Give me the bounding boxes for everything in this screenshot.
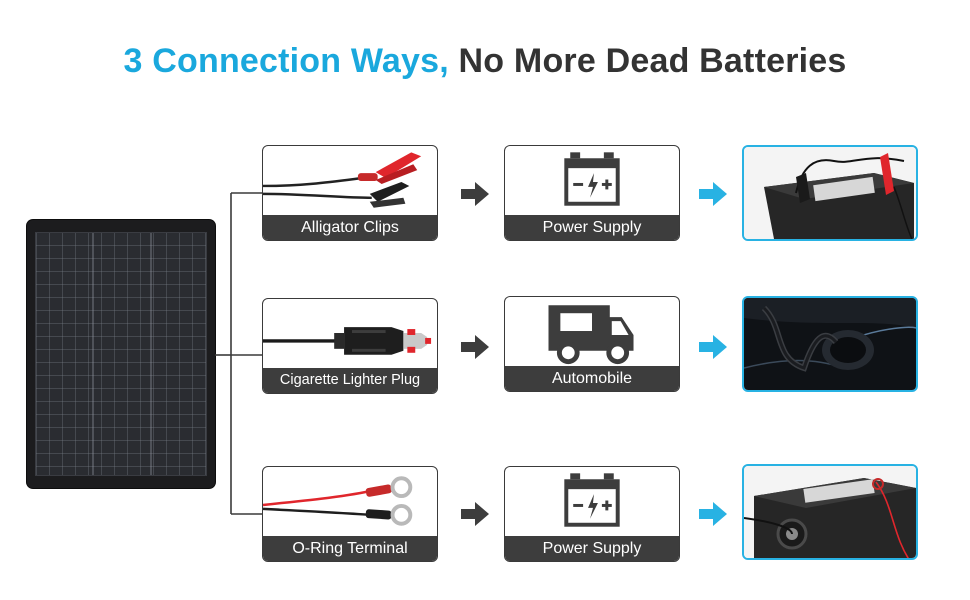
panel-busbar (150, 233, 152, 475)
battery-with-o-rings-photo (742, 464, 918, 560)
target-card-power-supply: Power Supply (504, 145, 680, 241)
battery-icon (564, 473, 620, 527)
connector-label: Alligator Clips (263, 215, 437, 240)
target-card-automobile: Automobile (504, 296, 680, 392)
arrow-right-blue-icon (699, 182, 727, 206)
rv-camper-icon (548, 305, 634, 365)
panel-busbar (92, 233, 94, 475)
target-label: Automobile (505, 366, 679, 391)
target-card-power-supply: Power Supply (504, 466, 680, 562)
alligator-clips-icon (263, 152, 422, 208)
headline-accent: 3 Connection Ways, (123, 42, 449, 80)
arrow-right-icon (461, 182, 489, 206)
arrow-right-icon (461, 502, 489, 526)
connector-label: O-Ring Terminal (263, 536, 437, 561)
cigarette-lighter-plug-icon (263, 327, 432, 355)
car-socket-photo (742, 296, 918, 392)
solar-panel-image (27, 220, 215, 488)
arrow-right-icon (461, 335, 489, 359)
arrow-right-blue-icon (699, 335, 727, 359)
solar-panel-cells (35, 232, 207, 476)
headline-rest: No More Dead Batteries (458, 42, 847, 80)
target-label: Power Supply (505, 215, 679, 240)
arrow-right-blue-icon (699, 502, 727, 526)
o-ring-terminal-icon (263, 476, 413, 526)
target-label: Power Supply (505, 536, 679, 561)
battery-icon (564, 152, 620, 206)
headline: 3 Connection Ways, No More Dead Batterie… (0, 42, 970, 81)
battery-with-clips-photo (742, 145, 918, 241)
connector-card-o-ring-terminal: O-Ring Terminal (262, 466, 438, 562)
connector-card-alligator-clips: Alligator Clips (262, 145, 438, 241)
connector-card-cigarette-lighter-plug: Cigarette Lighter Plug (262, 298, 438, 394)
connector-label: Cigarette Lighter Plug (263, 368, 437, 393)
